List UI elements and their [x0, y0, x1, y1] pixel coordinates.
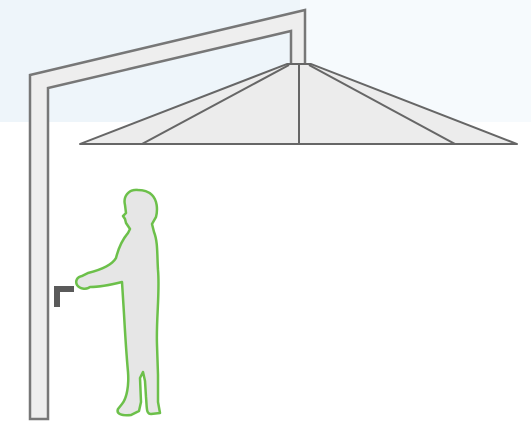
- crank-handle-icon: [54, 286, 74, 307]
- canopy-rib: [308, 64, 456, 145]
- umbrella-canopy: [79, 63, 518, 145]
- canopy-rib: [141, 64, 290, 145]
- person-silhouette-icon: [74, 188, 162, 417]
- umbrella-frame: [28, 8, 307, 421]
